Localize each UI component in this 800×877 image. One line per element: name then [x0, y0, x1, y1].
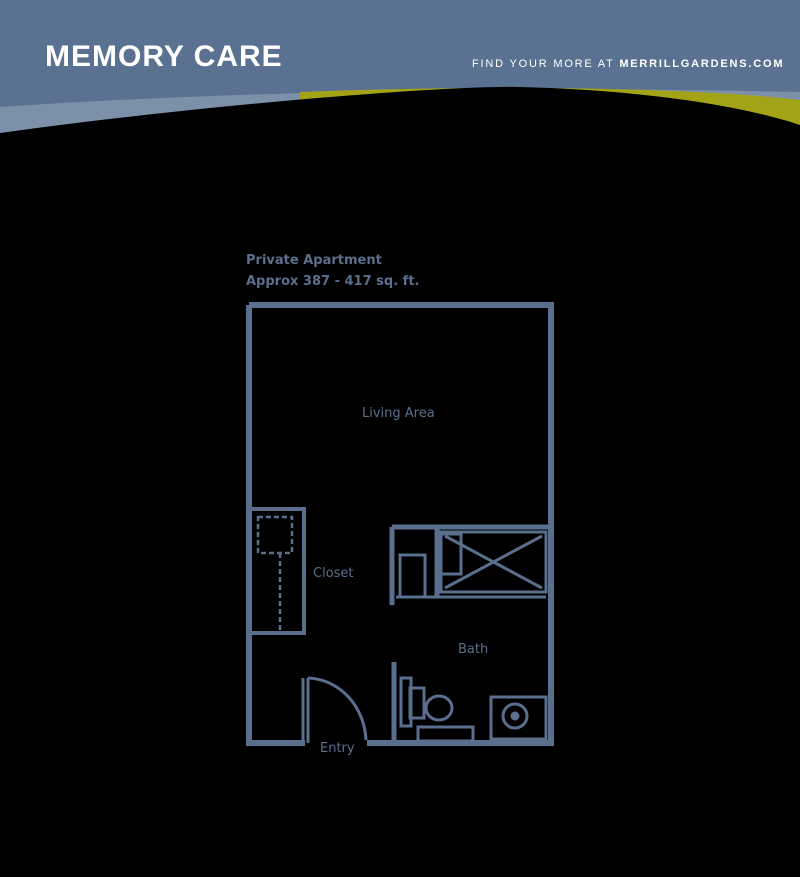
- banner-swoosh: [0, 0, 800, 140]
- floorplan-size: Approx 387 - 417 sq. ft.: [246, 274, 420, 289]
- tagline-prefix: FIND YOUR MORE AT: [472, 58, 620, 70]
- label-bath: Bath: [458, 642, 489, 657]
- page-title: MEMORY CARE: [45, 40, 283, 73]
- floorplan-heading: Private Apartment Approx 387 - 417 sq. f…: [246, 250, 420, 292]
- label-closet: Closet: [313, 566, 354, 581]
- label-entry: Entry: [320, 741, 355, 756]
- website-link[interactable]: MERRILLGARDENS.COM: [619, 58, 785, 70]
- label-living-area: Living Area: [362, 406, 435, 421]
- tagline: FIND YOUR MORE AT MERRILLGARDENS.COM: [472, 58, 784, 70]
- header-banner: MEMORY CARE FIND YOUR MORE AT MERRILLGAR…: [0, 0, 800, 140]
- floorplan-name: Private Apartment: [246, 253, 382, 268]
